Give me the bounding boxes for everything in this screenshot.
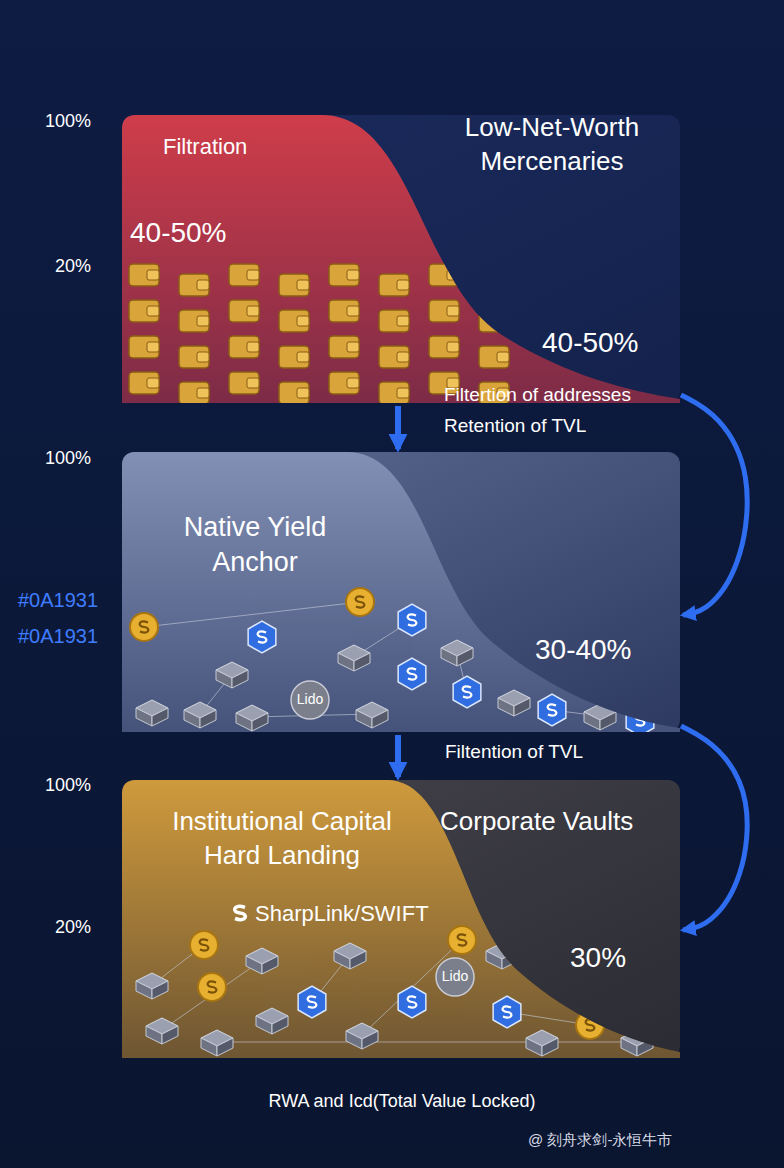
asset-icons [136, 926, 653, 1056]
color-code: #0A1931 [18, 624, 98, 648]
panel-text: 40-50% [130, 215, 227, 251]
asset-icons [130, 588, 654, 732]
lido-badge [291, 681, 329, 719]
axis-caption: RWA and Icd(Total Value Locked) [269, 1091, 536, 1113]
panel-text: Low-Net-Worth Mercenaries [422, 111, 682, 179]
panel-text: 40-50% [542, 325, 639, 361]
retention-curve [122, 780, 680, 1058]
panel-text: Institutional Capital Hard Landing [147, 805, 417, 873]
flow-note: Retention of TVL [444, 415, 586, 438]
axis-tick: 20% [55, 917, 91, 939]
axis-tick: 100% [45, 111, 91, 133]
lido-label: Lido [442, 968, 468, 985]
stage-panel: Institutional Capital Hard Landing Corpor… [122, 780, 680, 1058]
color-code: #0A1931 [18, 588, 98, 612]
stage-panel: FiltrationLow-Net-Worth Mercenaries40-50… [122, 115, 680, 403]
sharplink-logo [235, 906, 246, 919]
retention-curve [122, 452, 680, 732]
axis-tick: 20% [55, 256, 91, 278]
watermark: @ 刻舟求剑-永恒牛市 [528, 1131, 672, 1149]
panel-text: Corporate Vaults [440, 805, 633, 839]
panel-text: 30-40% [535, 632, 632, 668]
lido-badge [436, 958, 474, 996]
curved-arrow [681, 395, 747, 615]
down-arrow [395, 406, 401, 449]
stage-panel: Native Yield Anchor 30-40% [122, 452, 680, 732]
down-arrow [395, 735, 401, 777]
axis-tick: 100% [45, 448, 91, 470]
panel-text: 30% [570, 940, 626, 976]
axis-tick: 100% [45, 775, 91, 797]
flow-note: Filtention of TVL [445, 741, 583, 764]
panel-ground [122, 452, 680, 732]
panel-ground [122, 780, 680, 1058]
curved-arrow [681, 726, 747, 930]
panel-text: SharpLink/SWIFT [255, 900, 429, 929]
panel-text: Filtration [163, 133, 247, 162]
flow-note: Filtertion of addresses [444, 384, 631, 407]
asset-icons [129, 264, 509, 403]
panel-text: Native Yield Anchor [140, 510, 370, 580]
lido-label: Lido [297, 691, 323, 708]
panel-illustration [122, 452, 680, 732]
